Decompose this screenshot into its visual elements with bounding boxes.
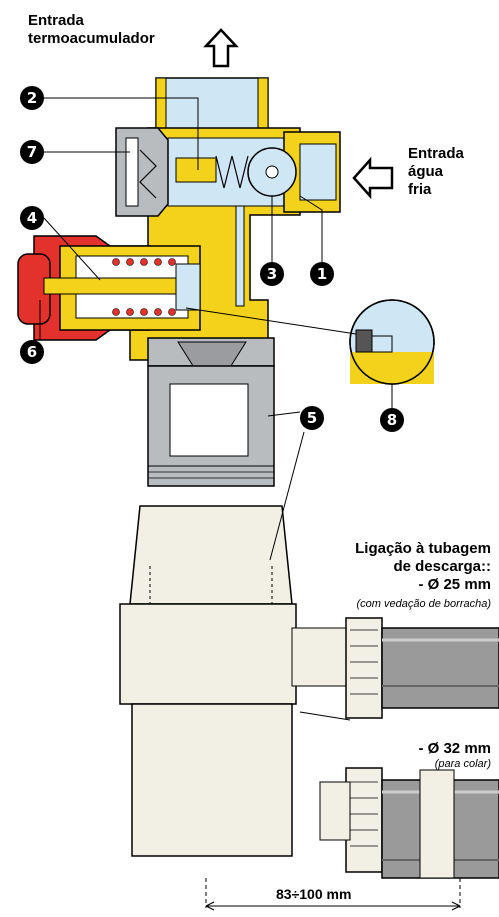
fria-line2: água xyxy=(408,163,444,180)
callout-1: 1 xyxy=(310,262,334,286)
d25-note: (com vedação de borracha) xyxy=(356,598,491,610)
ligacao-label: Ligação à tubagem de descarga:: - Ø 25 m… xyxy=(355,540,491,594)
entrada-line1: Entrada xyxy=(28,12,84,29)
callout-8: 8 xyxy=(380,408,404,432)
d32-label: - Ø 32 mm xyxy=(418,740,491,757)
ligacao-line1: Ligação à tubagem xyxy=(355,540,491,557)
pipes xyxy=(381,627,499,879)
callout-7: 7 xyxy=(20,140,44,164)
top-connector xyxy=(155,77,269,131)
entrada-fria-label: Entrada água fria xyxy=(408,145,464,199)
siphon xyxy=(119,505,383,873)
leader-lines xyxy=(39,97,461,911)
ligacao-line2: de descarga:: xyxy=(393,558,491,575)
callout-5: 5 xyxy=(300,406,324,430)
fria-line1: Entrada xyxy=(408,145,464,162)
drain-funnel xyxy=(147,337,275,487)
entrada-line2: termoacumulador xyxy=(28,30,155,47)
callout-2: 2 xyxy=(20,86,44,110)
callout-4: 4 xyxy=(20,206,44,230)
safety-valve xyxy=(17,235,201,341)
detail-magnifier xyxy=(349,299,435,385)
d25-label: - Ø 25 mm xyxy=(418,576,491,593)
grey-knob xyxy=(115,127,169,217)
dimension-label: 83÷100 mm xyxy=(276,886,352,902)
callout-6: 6 xyxy=(20,340,44,364)
entrada-termo-label: Entrada termoacumulador xyxy=(28,12,155,48)
arrow-up-icon xyxy=(203,28,239,68)
d32-note: (para colar) xyxy=(434,758,491,770)
callout-3: 3 xyxy=(260,262,284,286)
fria-line3: fria xyxy=(408,181,432,198)
arrow-left-icon xyxy=(352,156,394,200)
